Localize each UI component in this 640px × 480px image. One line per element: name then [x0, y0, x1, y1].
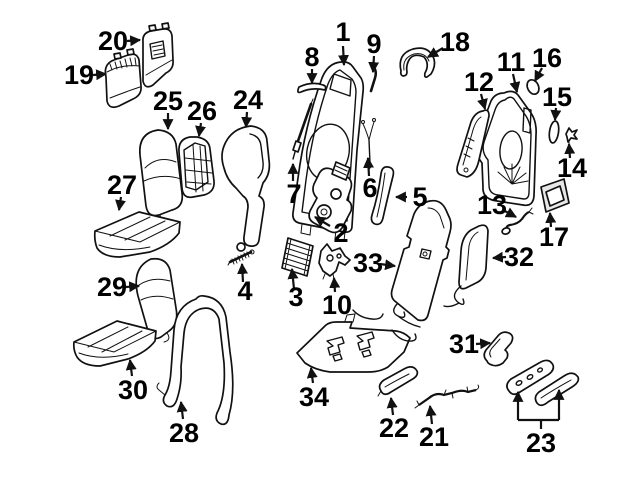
part-recliner-motor-2: [308, 161, 353, 234]
part-guide-rod-7: [292, 98, 314, 160]
part-lower-side-trim-22: [377, 366, 419, 397]
callout-1-label: 1: [335, 17, 350, 47]
part-foam-pad-17: [540, 178, 570, 213]
callout-3-label: 3: [288, 282, 303, 312]
callout-22-label: 22: [379, 413, 409, 443]
callout-8-label: 8: [304, 42, 319, 72]
part-grab-handle-18: [399, 47, 436, 79]
callout-25-backrest-cushion: 25: [153, 86, 183, 131]
callout-28-backrest-frame-tubes: 28: [169, 400, 199, 448]
part-backrest-shell-24: [221, 125, 271, 252]
callout-31-label: 31: [449, 329, 479, 359]
callout-13-release-cable: 13: [477, 190, 517, 220]
callout-9-label: 9: [366, 29, 381, 59]
callout-21-wiring-harness: 21: [419, 404, 449, 452]
callout-15-label: 15: [542, 82, 572, 112]
callout-18-label: 18: [440, 27, 470, 57]
part-back-panel-32: [443, 224, 489, 308]
callout-4-adjustment-screw: 4: [237, 262, 253, 306]
callout-16-grommet-ring: 16: [532, 43, 562, 82]
part-recliner-cover-31: [483, 331, 514, 367]
callout-34-label: 34: [299, 382, 329, 412]
callout-20-headrest-guide: 20: [98, 26, 142, 56]
callout-2-recliner-motor: 2: [314, 216, 349, 248]
callout-24-label: 24: [233, 85, 263, 115]
part-lumbar-mat-3: [281, 237, 314, 277]
callout-1-seat-back-frame: 1: [335, 17, 351, 67]
callout-8-trim-strip: 8: [304, 42, 320, 85]
callout-20-label: 20: [98, 26, 128, 56]
part-side-trim-5: [370, 166, 395, 226]
callout-12-label: 12: [464, 67, 494, 97]
part-seat-cushion-27: [93, 211, 181, 258]
callout-26-label: 26: [187, 96, 217, 126]
callout-6-tension-wire: 6: [362, 156, 378, 203]
callout-10-label: 10: [322, 290, 352, 320]
callout-25-label: 25: [153, 86, 183, 116]
part-retaining-clip-14: [565, 127, 578, 145]
part-rubber-loop-15: [548, 120, 560, 144]
callout-23-label: 23: [526, 428, 556, 458]
callout-5-side-trim-strip: 5: [394, 182, 428, 212]
part-adjustment-screw-4: [227, 249, 255, 266]
part-backrest-cushion-25: [138, 129, 184, 222]
callout-19-label: 19: [64, 60, 94, 90]
callout-29-backrest-pad-small: 29: [97, 272, 141, 302]
callout-29-label: 29: [97, 272, 127, 302]
part-seat-cushion-30: [72, 320, 157, 367]
callout-9-support-rod: 9: [366, 29, 382, 74]
callout-11-label: 11: [497, 47, 526, 77]
callout-3-lumbar-support-mat: 3: [287, 267, 304, 312]
callout-5-label: 5: [412, 182, 427, 212]
callout-17-foam-pad-square: 17: [539, 211, 569, 252]
part-release-cable-13: [501, 207, 534, 235]
part-backrest-frame-straps-26: [178, 136, 215, 199]
part-wiring-harness-21: [414, 384, 480, 409]
callout-12-side-bolster-panel: 12: [464, 67, 494, 111]
callout-28-label: 28: [169, 418, 199, 448]
part-seat-pan-34: [296, 309, 417, 373]
callout-11-seat-back-shell: 11: [497, 47, 526, 94]
callout-18-grab-handle-trim: 18: [427, 27, 470, 58]
callout-23-bolster-trim-pair: 23: [512, 388, 565, 458]
callout-13-label: 13: [477, 190, 507, 220]
callout-2-label: 2: [333, 218, 348, 248]
callout-7-label: 7: [286, 179, 301, 209]
part-grommet-16: [526, 78, 540, 96]
callout-27-seat-cushion: 27: [107, 170, 137, 212]
callout-19-headrest: 19: [64, 60, 108, 90]
part-back-panel-33: [390, 199, 452, 328]
callout-21-label: 21: [419, 422, 449, 452]
callout-10-latch-bracket: 10: [322, 276, 352, 320]
callout-26-backrest-frame-straps: 26: [187, 96, 217, 138]
callout-27-label: 27: [107, 170, 137, 200]
callout-34-seat-pan: 34: [299, 366, 329, 412]
callout-17-label: 17: [539, 222, 569, 252]
callout-30-seat-cushion-lower: 30: [118, 358, 148, 405]
callout-30-label: 30: [118, 375, 148, 405]
callout-33-label: 33: [353, 248, 383, 278]
part-seat-back-shell-11: [474, 90, 537, 207]
callout-22-lower-side-trim: 22: [379, 396, 409, 443]
callout-16-label: 16: [532, 43, 562, 73]
callout-32-back-panel-small: 32: [491, 242, 534, 272]
callout-15-rubber-loop: 15: [542, 82, 572, 122]
callout-6-label: 6: [362, 173, 377, 203]
part-side-bolster-12: [456, 109, 490, 178]
callout-14-label: 14: [557, 153, 587, 183]
callout-4-label: 4: [237, 276, 252, 306]
callout-33-back-panel-large: 33: [353, 248, 397, 278]
callout-32-label: 32: [504, 242, 534, 272]
callout-7-guide-rod: 7: [286, 162, 302, 209]
callout-31-recliner-cover: 31: [449, 329, 492, 359]
callout-24-backrest-shell-cover: 24: [233, 85, 263, 129]
part-latch-bracket-10: [318, 243, 351, 280]
parts-artwork: [72, 22, 580, 426]
part-frame-tubes-28: [156, 294, 234, 426]
part-headrest-guide-20: [142, 22, 174, 88]
callout-14-retaining-clip: 14: [557, 142, 587, 183]
part-headrest-19: [104, 48, 142, 109]
